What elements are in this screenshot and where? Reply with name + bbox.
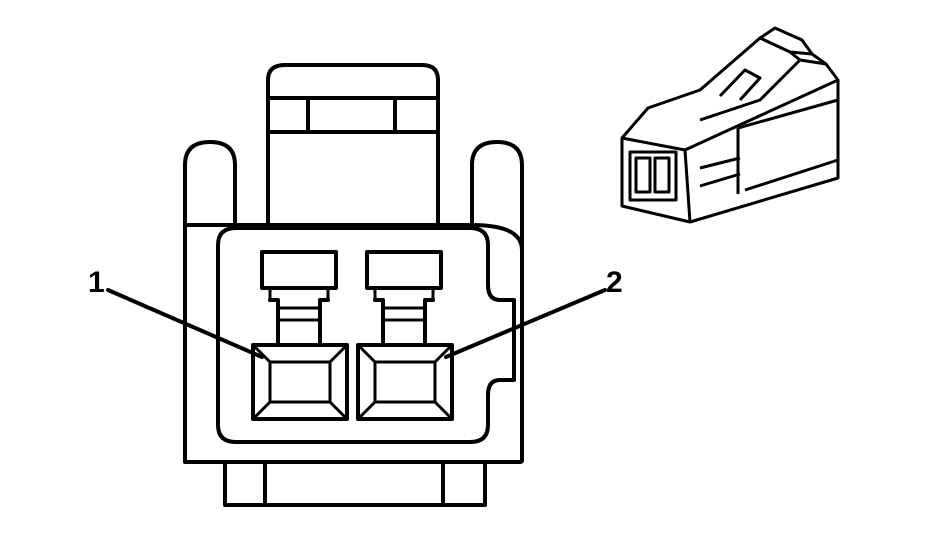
leader-line-2	[444, 288, 607, 359]
pin-cavity-1	[251, 250, 349, 421]
pin-label-1: 1	[88, 266, 105, 299]
pin-label-2: 2	[606, 266, 623, 299]
pin-cavity-2	[356, 250, 454, 421]
connector-isometric	[620, 26, 840, 224]
leader-line-1	[106, 288, 264, 359]
connector-face	[106, 63, 607, 507]
